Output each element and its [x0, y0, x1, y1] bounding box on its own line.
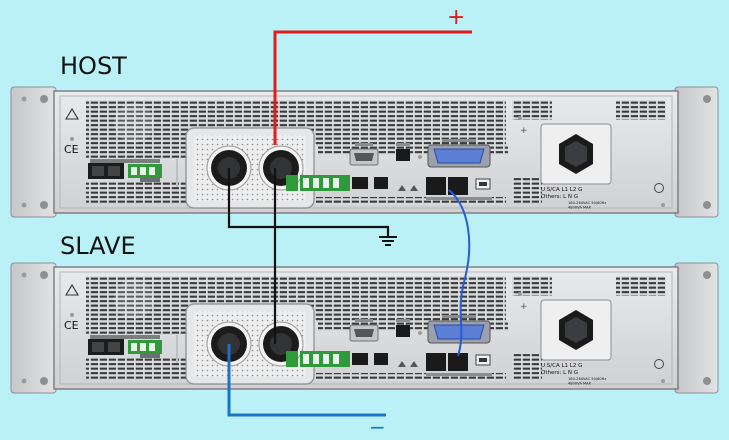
ac-rating: 180-264VAC 50/60Hz — [568, 201, 606, 205]
ac-label-line2: Others: L N G — [541, 194, 578, 200]
ground-icon — [379, 236, 397, 246]
slave-label: SLAVE — [60, 232, 136, 260]
ac-rating-max: 4800VA MAX — [568, 206, 592, 210]
host-label: HOST — [60, 52, 127, 80]
host-unit: CE U.S/CA L1 L2 G Others: L N G 180-264V… — [10, 86, 719, 218]
warning-icon — [65, 107, 79, 120]
ac-label-line1: U.S/CA L1 L2 G — [541, 363, 582, 369]
positive-terminal-label: + — [447, 5, 465, 30]
wiring — [227, 30, 472, 417]
host-slave-link-cable — [448, 189, 471, 357]
ac-rating-max: 4800VA MAX — [568, 382, 592, 386]
ce-mark: CE — [64, 319, 79, 332]
negative-wire — [227, 344, 386, 417]
ac-label-line1: U.S/CA L1 L2 G — [541, 187, 582, 193]
slave-unit: CE U.S/CA L1 L2 G Others: L N G 180-264V… — [10, 262, 719, 394]
ac-rating: 180-264VAC 50/60Hz — [568, 377, 606, 381]
ac-label-line2: Others: L N G — [541, 370, 578, 376]
warning-icon — [65, 283, 79, 296]
ground-wire — [227, 168, 390, 236]
positive-wire — [273, 30, 472, 145]
ce-mark: CE — [64, 143, 79, 156]
negative-terminal-label: − — [369, 415, 386, 439]
